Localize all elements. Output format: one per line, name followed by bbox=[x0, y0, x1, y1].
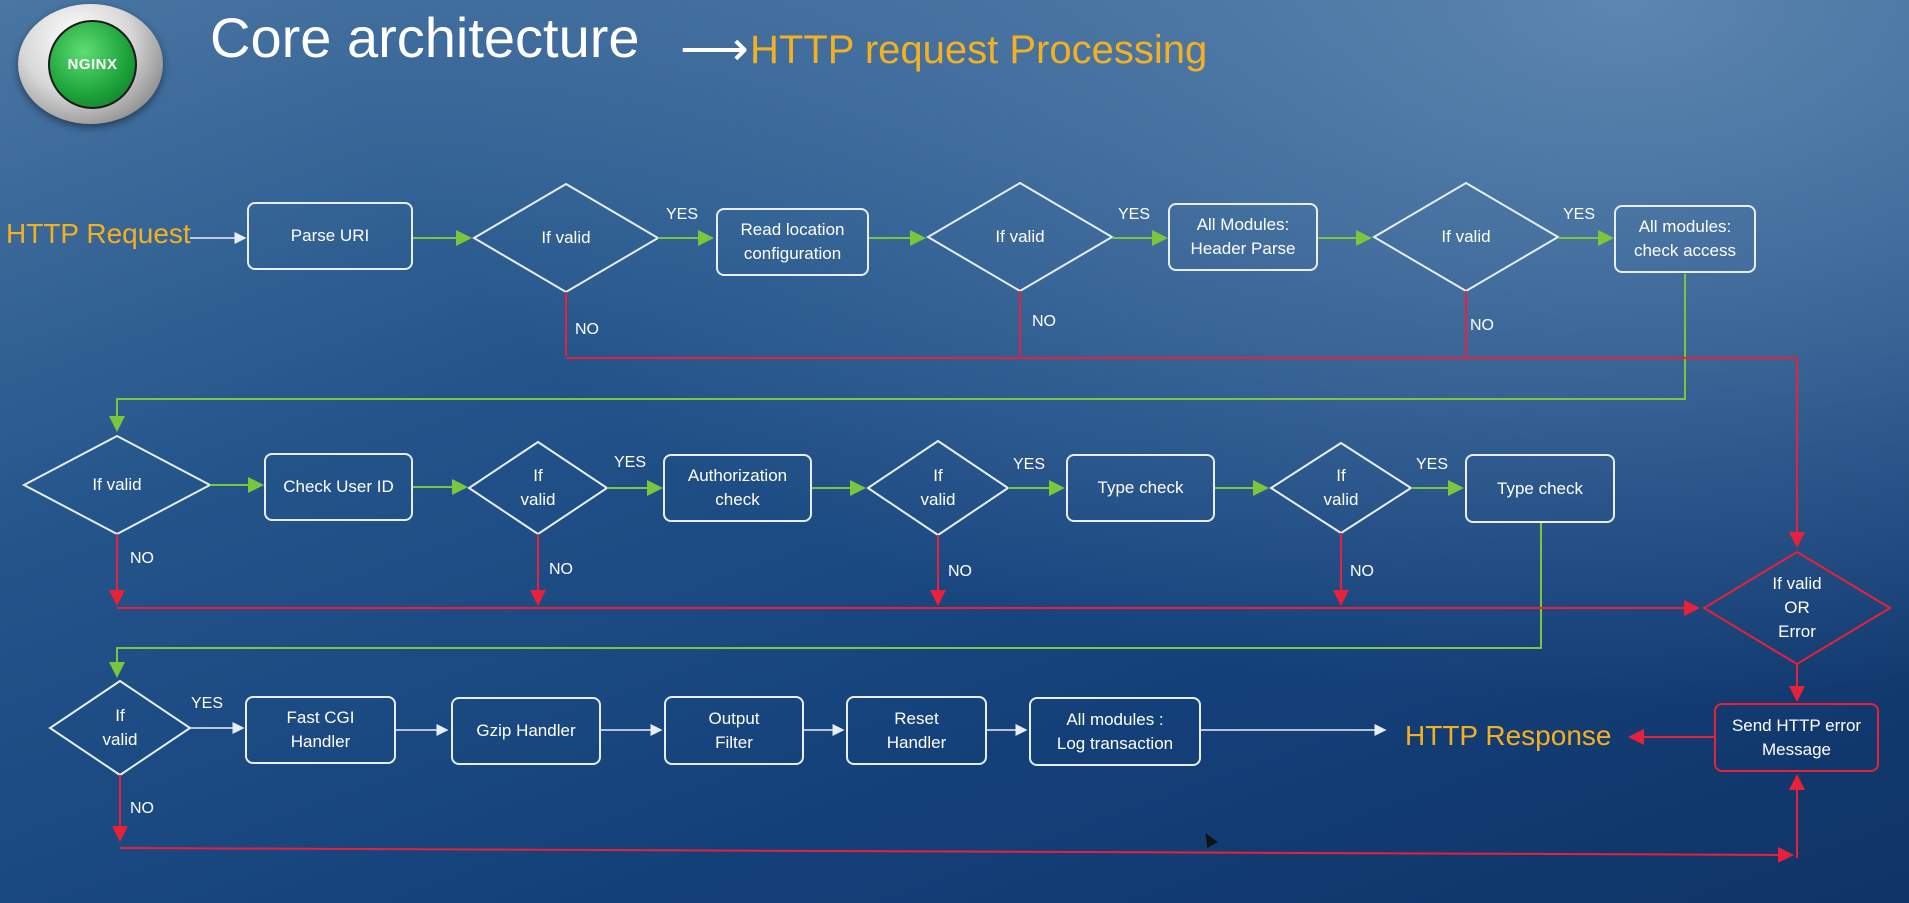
yes-label-4: YES bbox=[614, 454, 647, 471]
parse-uri-box: Parse URI bbox=[247, 202, 413, 270]
no-label-3: NO bbox=[1470, 317, 1494, 334]
no-label-6: NO bbox=[948, 563, 972, 580]
if-valid-1-label: If valid bbox=[541, 228, 591, 247]
yes-label-5: YES bbox=[1013, 456, 1046, 473]
if-valid-7-label: If valid bbox=[1323, 466, 1359, 509]
yes-label-6: YES bbox=[1416, 456, 1449, 473]
http-response-label: HTTP Response bbox=[1405, 720, 1612, 751]
fastcgi-handler-box: Fast CGI Handler bbox=[245, 696, 396, 764]
http-request-label: HTTP Request bbox=[6, 218, 191, 249]
yes-label-2: YES bbox=[1118, 206, 1151, 223]
no-label-7: NO bbox=[1350, 563, 1374, 580]
output-filter-box: Output Filter bbox=[664, 696, 804, 765]
yes-label-1: YES bbox=[666, 206, 699, 223]
error-decision-label: If valid OR Error bbox=[1772, 574, 1822, 641]
gzip-handler-box: Gzip Handler bbox=[451, 697, 601, 765]
read-location-config-box: Read location configuration bbox=[716, 208, 869, 276]
check-access-box: All modules: check access bbox=[1614, 205, 1756, 273]
no-label-8: NO bbox=[130, 800, 154, 817]
log-transaction-box: All modules : Log transaction bbox=[1029, 697, 1201, 766]
type-check-2-box: Type check bbox=[1465, 454, 1615, 523]
title-arrow-icon: ⟶ bbox=[680, 23, 749, 76]
authorization-check-box: Authorization check bbox=[663, 454, 812, 522]
nginx-logo: NGINX bbox=[18, 4, 163, 124]
no-label-1: NO bbox=[575, 321, 599, 338]
header-parse-box: All Modules: Header Parse bbox=[1168, 203, 1318, 271]
no-label-4: NO bbox=[130, 550, 154, 567]
if-valid-5-label: If valid bbox=[520, 466, 556, 509]
if-valid-4-label: If valid bbox=[92, 475, 142, 494]
check-user-id-box: Check User ID bbox=[264, 453, 413, 521]
no-label-2: NO bbox=[1032, 313, 1056, 330]
if-valid-3-label: If valid bbox=[1441, 227, 1491, 246]
no-label-5: NO bbox=[549, 561, 573, 578]
if-valid-6-label: If valid bbox=[920, 466, 956, 509]
yes-label-3: YES bbox=[1563, 206, 1596, 223]
reset-handler-box: Reset Handler bbox=[846, 696, 987, 765]
nginx-logo-badge: NGINX bbox=[48, 20, 137, 109]
yes-label-7: YES bbox=[191, 695, 224, 712]
if-valid-8-label: If valid bbox=[102, 706, 138, 749]
send-http-error-box: Send HTTP error Message bbox=[1714, 703, 1879, 772]
page-subtitle: HTTP request Processing bbox=[750, 28, 1208, 72]
if-valid-2-label: If valid bbox=[995, 227, 1045, 246]
type-check-1-box: Type check bbox=[1066, 454, 1215, 522]
page-title: Core architecture bbox=[210, 6, 640, 69]
